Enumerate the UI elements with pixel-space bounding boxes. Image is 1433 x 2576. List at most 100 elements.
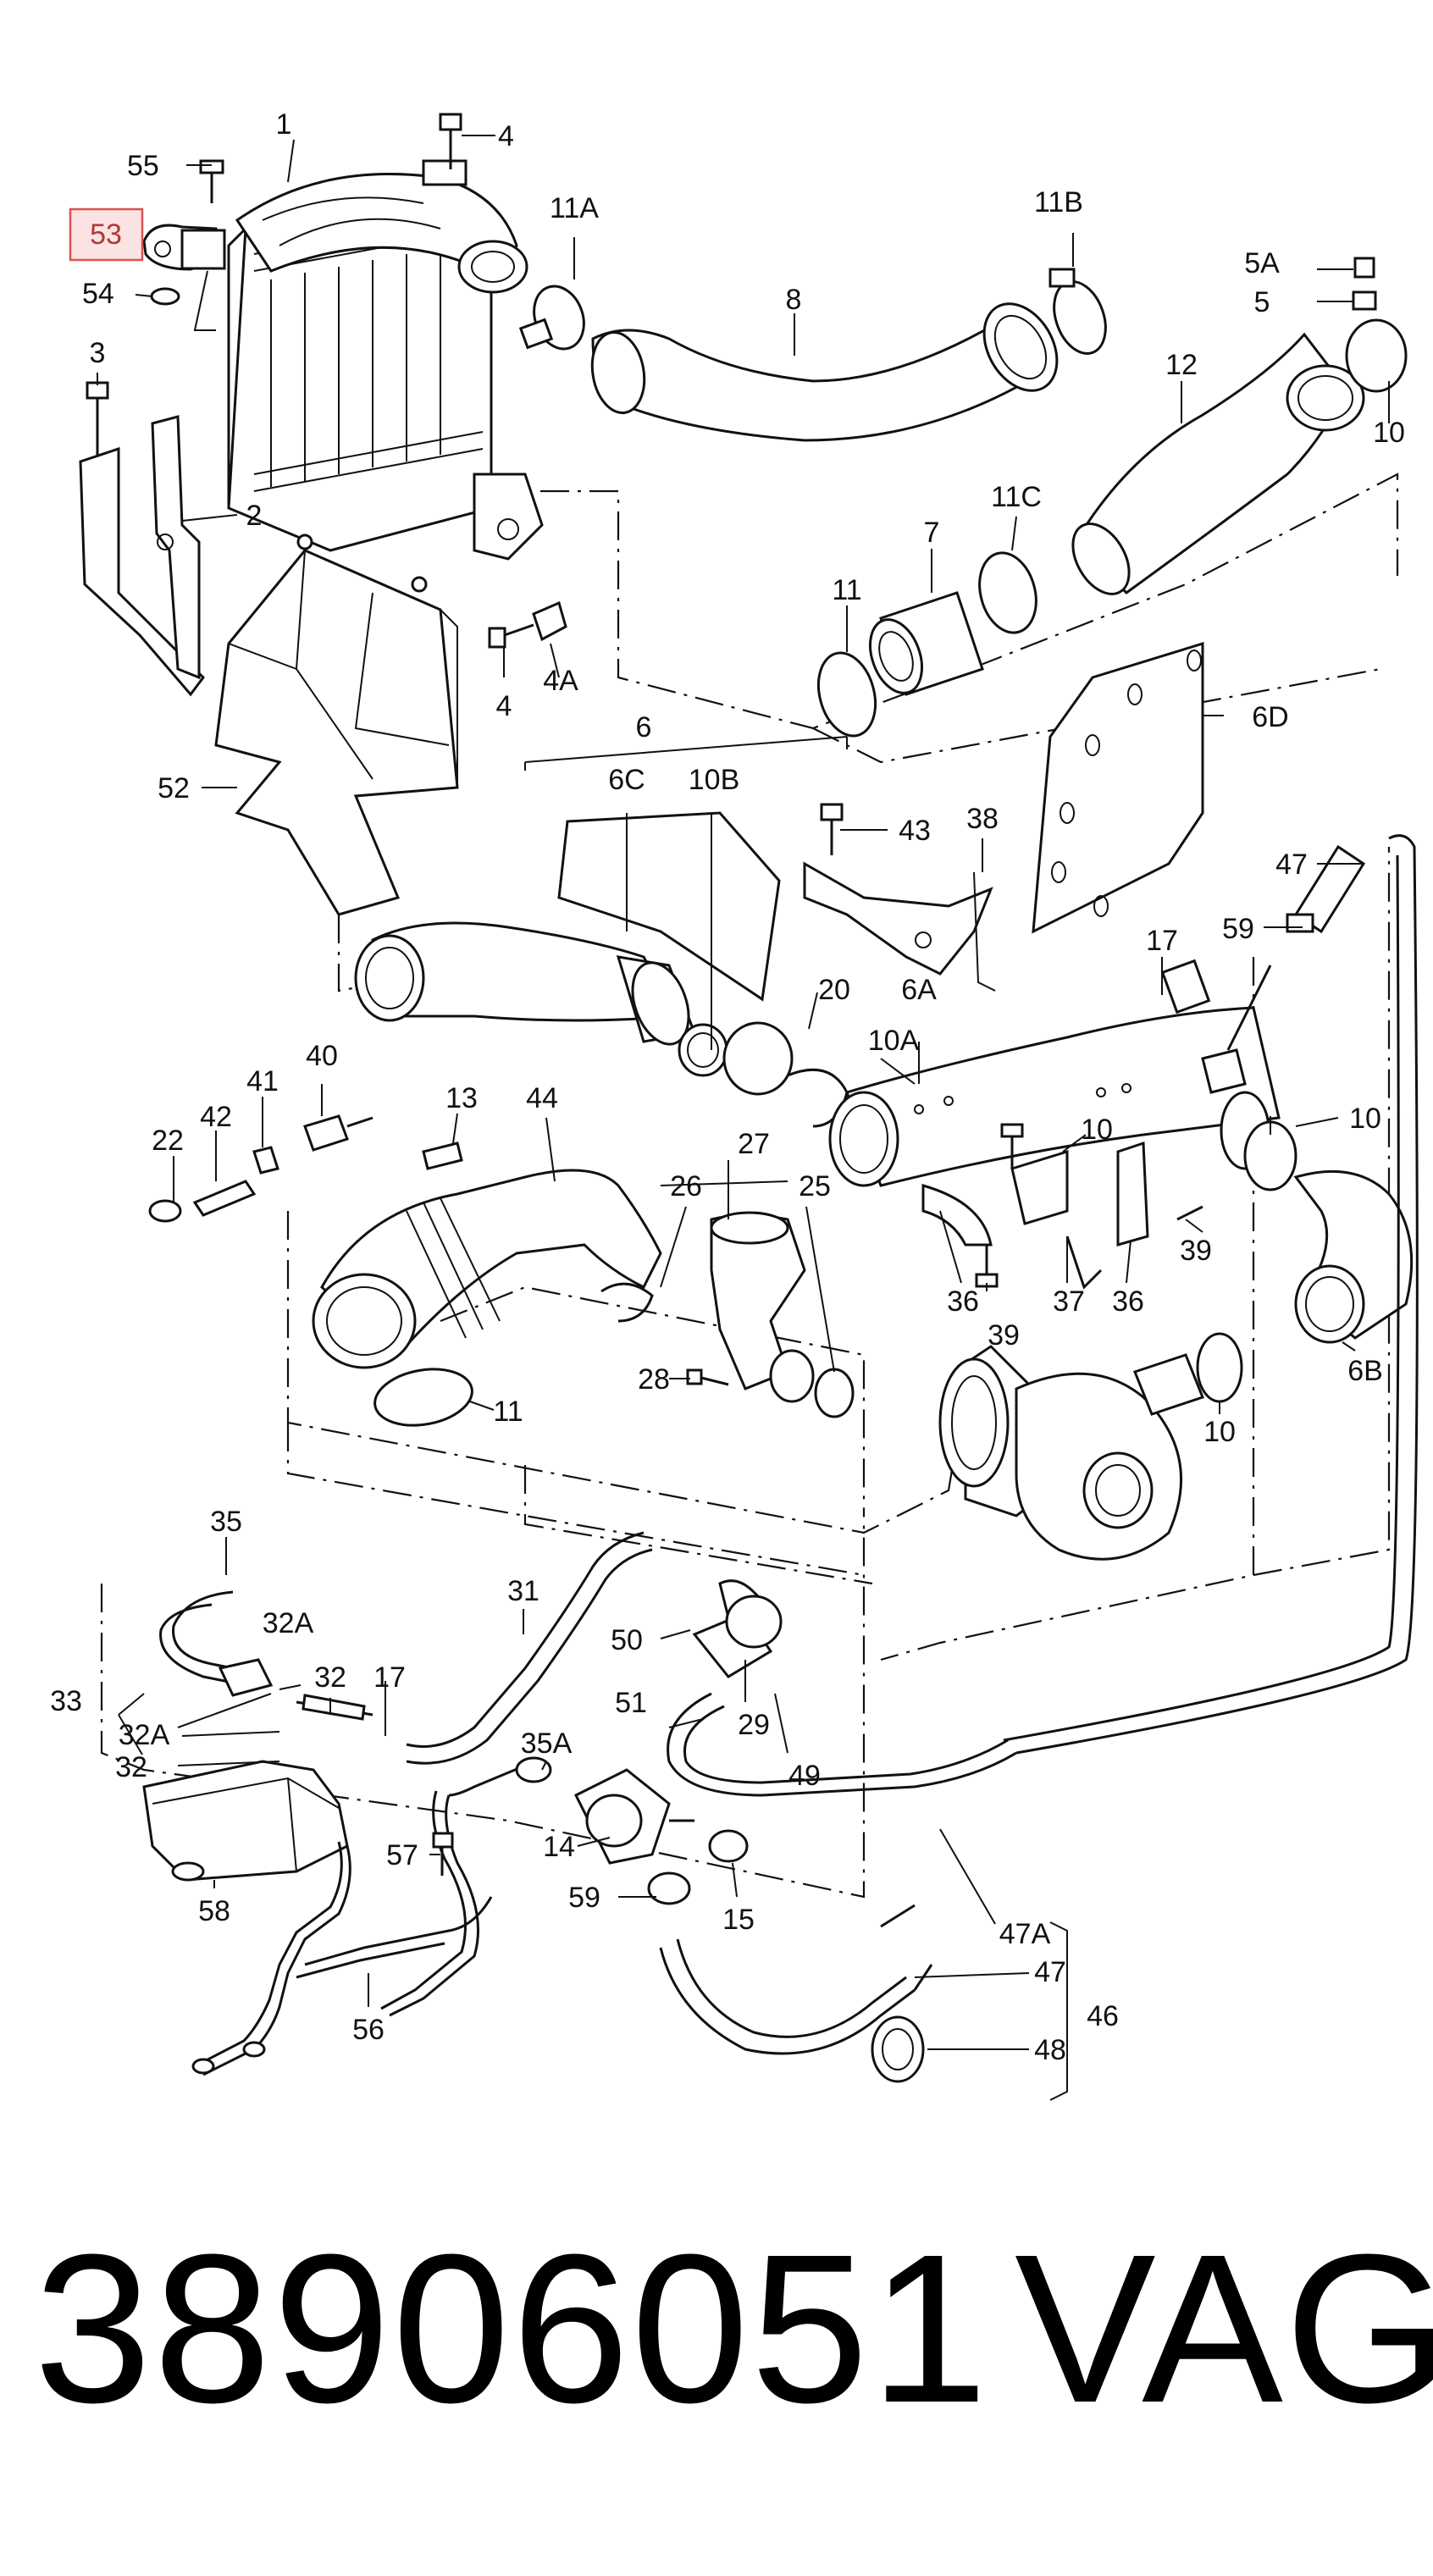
label-32-upper: 32 <box>314 1661 346 1694</box>
highlight-box-53 <box>69 207 144 262</box>
label-11a: 11A <box>550 192 599 224</box>
label-28: 28 <box>638 1363 670 1396</box>
label-15: 15 <box>722 1904 755 1936</box>
label-4a: 4A <box>543 665 578 697</box>
part-number: 38906051 <box>34 2210 990 2446</box>
air-duct <box>214 533 459 916</box>
label-6b: 6B <box>1347 1355 1383 1387</box>
label-25: 25 <box>799 1170 831 1202</box>
intake-pipe-6 <box>354 811 849 1128</box>
label-39-left: 39 <box>988 1319 1020 1352</box>
hose-8 <box>518 268 1107 442</box>
label-14: 14 <box>543 1831 575 1863</box>
label-10-top: 10 <box>1373 417 1405 449</box>
label-51: 51 <box>615 1687 647 1719</box>
label-52: 52 <box>158 772 190 804</box>
hose-13 <box>312 1169 662 1427</box>
label-10a: 10A <box>868 1025 920 1057</box>
label-3: 3 <box>90 337 106 369</box>
label-36-left: 36 <box>947 1285 979 1318</box>
label-47a: 47A <box>999 1918 1051 1950</box>
label-22: 13 <box>445 1082 478 1114</box>
label-42: 22 <box>152 1125 184 1157</box>
label-41: 42 <box>200 1101 232 1133</box>
vacuum-hoses <box>159 834 1419 2083</box>
label-47-lower: 47 <box>1034 1956 1066 1988</box>
label-10-mid: 20 <box>818 974 850 1006</box>
label-33: 33 <box>50 1685 82 1717</box>
vacuum-reservoir <box>142 1760 493 2076</box>
label-6d: 6D <box>1252 701 1288 733</box>
exploded-parts-diagram: 1 4 55 53 54 11A 11B 5A 5 8 10 3 2 12 11… <box>50 108 1419 2101</box>
label-36-right: 36 <box>1112 1285 1144 1318</box>
label-35: 35 <box>210 1506 242 1538</box>
sensor-and-fasteners <box>142 113 462 331</box>
label-58: 58 <box>198 1895 230 1927</box>
bracket-38 <box>803 803 996 992</box>
footer: 38906051 VAG <box>0 2202 1433 2456</box>
hose-6b <box>1196 1120 1414 1403</box>
part-labels: 1 4 55 53 54 11A 11B 5A 5 8 10 3 2 12 11… <box>50 108 1405 2066</box>
label-6c: 6C <box>608 764 645 796</box>
label-32a-lower: 32A <box>119 1719 170 1751</box>
label-54: 54 <box>82 278 114 310</box>
label-11b: 11B <box>1034 186 1083 218</box>
intercooler <box>227 159 544 561</box>
label-2: 2 <box>246 500 263 532</box>
label-47-top: 47 <box>1275 849 1308 881</box>
label-6: 6 <box>636 711 652 744</box>
label-8: 8 <box>786 284 802 316</box>
label-46: 46 <box>1087 2000 1119 2032</box>
vacuum-fittings-top <box>148 1114 463 1223</box>
brand-name: VAG <box>1015 2210 1433 2446</box>
label-59-lower: 59 <box>568 1882 600 1914</box>
label-37: 37 <box>1053 1285 1085 1318</box>
label-32-lower: 32 <box>115 1751 147 1783</box>
label-39-right: 39 <box>1180 1235 1212 1267</box>
label-32a-upper: 32A <box>263 1607 314 1639</box>
label-38: 38 <box>966 803 999 835</box>
label-5: 5 <box>1254 286 1270 318</box>
label-48: 48 <box>1034 2034 1066 2066</box>
label-53: 53 <box>90 218 122 251</box>
hose-12 <box>1071 257 1408 595</box>
label-12: 12 <box>1165 349 1198 381</box>
label-44: 10 <box>1081 1114 1113 1146</box>
label-10-turbo: 10 <box>1203 1416 1236 1448</box>
label-40: 41 <box>246 1065 279 1097</box>
label-11c: 11C <box>991 481 1042 513</box>
label-29: 29 <box>738 1709 770 1741</box>
turbocharger <box>938 1345 1204 1561</box>
brackets-36-37 <box>921 1123 1203 1290</box>
label-10-right: 10 <box>1349 1103 1381 1135</box>
label-1: 1 <box>276 108 292 141</box>
label-6a: 6A <box>901 974 937 1006</box>
bolt-4a <box>488 600 567 649</box>
label-7: 7 <box>924 517 940 549</box>
label-35a: 35A <box>521 1727 573 1760</box>
label-59-top: 59 <box>1222 913 1254 945</box>
label-31: 31 <box>507 1575 539 1607</box>
label-43: 43 <box>899 815 931 847</box>
label-27: 27 <box>738 1128 770 1160</box>
label-13: 44 <box>526 1082 558 1114</box>
bracket <box>79 381 205 697</box>
label-4: 4 <box>498 120 514 152</box>
pipe-27 <box>600 1211 855 1418</box>
label-26: 26 <box>670 1170 702 1202</box>
label-17-top: 17 <box>1146 925 1178 957</box>
label-56: 56 <box>352 2014 385 2046</box>
gasket-6d <box>1032 641 1204 934</box>
label-10b: 10B <box>689 764 740 796</box>
label-11-top: 11 <box>832 574 861 606</box>
leader-lines <box>97 135 1390 2101</box>
label-11-mid: 11 <box>493 1396 523 1428</box>
label-20: 40 <box>306 1040 338 1072</box>
label-17-lower: 17 <box>373 1661 406 1694</box>
label-50: 50 <box>611 1624 643 1656</box>
label-57: 57 <box>386 1839 418 1871</box>
label-5a: 5A <box>1244 247 1280 279</box>
label-49: 49 <box>788 1760 821 1792</box>
label-4-lower: 4 <box>496 690 512 722</box>
coupling-7 <box>816 551 1037 738</box>
